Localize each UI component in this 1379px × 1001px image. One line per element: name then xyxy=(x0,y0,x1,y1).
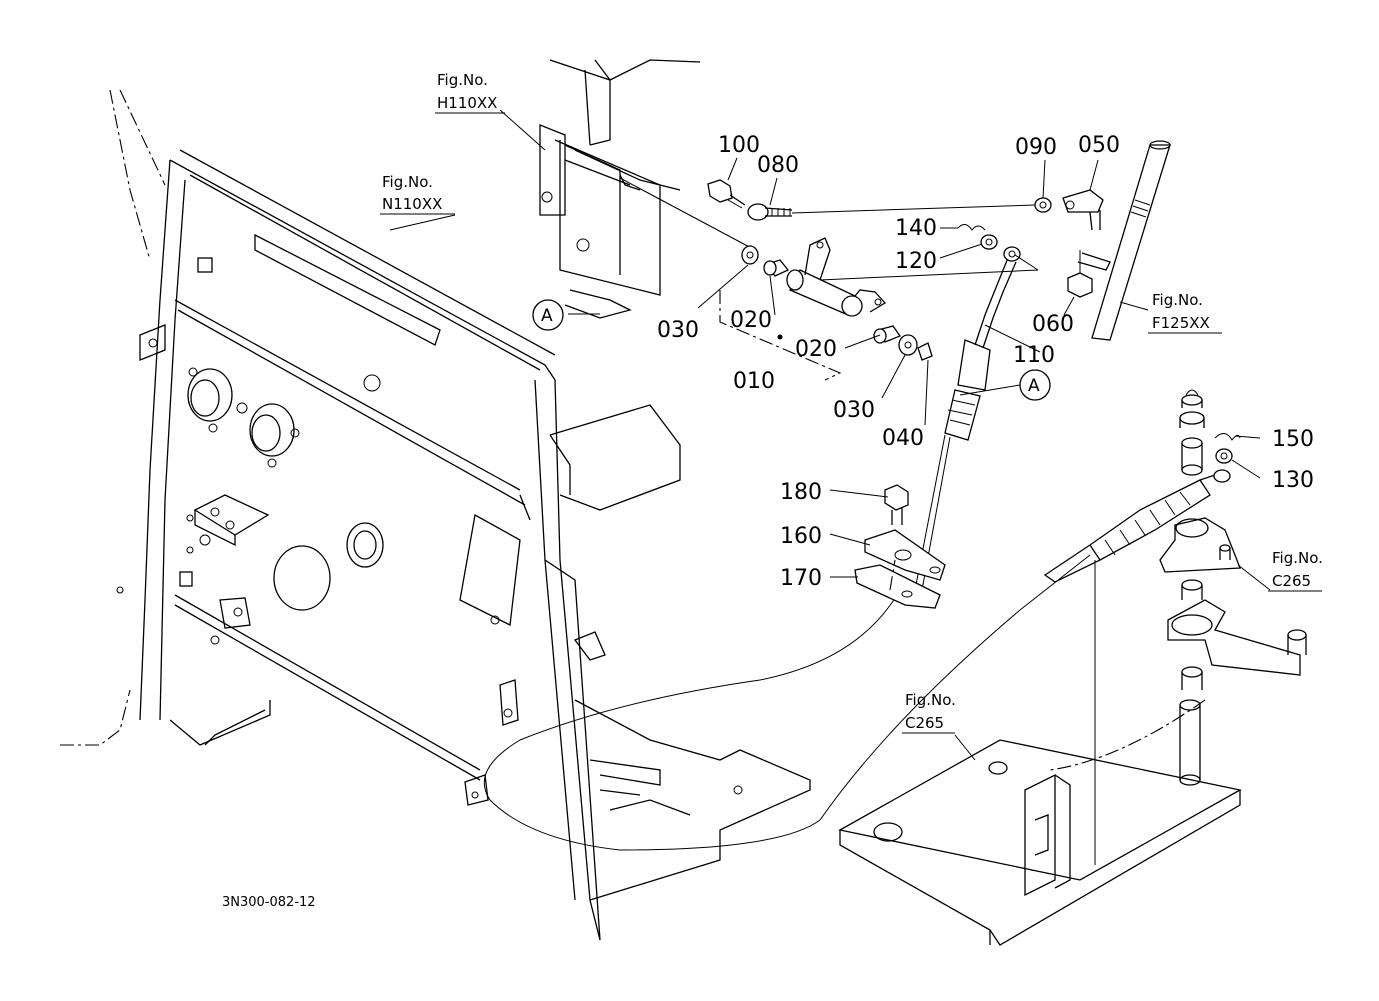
part-label-060: 060 xyxy=(1032,312,1074,337)
marker-a-right-text: A xyxy=(1028,376,1040,396)
part-label-110: 110 xyxy=(1013,343,1055,368)
part-label-020-a: 020 xyxy=(730,308,772,333)
connection-markers: A A xyxy=(532,299,1051,401)
dash-panel-frame xyxy=(60,89,606,941)
fig-ref-h110-line1: Fig.No. xyxy=(437,71,488,89)
part-label-030-b: 030 xyxy=(833,398,875,423)
fig-ref-n110-line2: N110XX xyxy=(382,195,442,213)
cable-sleeve-right xyxy=(1043,469,1231,865)
part-060-nut xyxy=(1067,250,1093,298)
hand-throttle-lever xyxy=(1077,140,1171,341)
part-number-labels: 100 080 090 050 140 120 030 020 060 020 … xyxy=(657,133,1314,591)
part-label-180: 180 xyxy=(780,480,822,505)
part-label-040: 040 xyxy=(882,426,924,451)
marker-a-left-text: A xyxy=(541,306,553,326)
pedal-arm-assembly xyxy=(1159,389,1307,690)
part-label-080: 080 xyxy=(757,153,799,178)
part-100-bolt xyxy=(707,179,746,209)
fig-ref-h110-line2: H110XX xyxy=(437,94,497,112)
part-010-shaft xyxy=(777,237,887,340)
part-020-030-040 xyxy=(719,245,933,381)
fig-ref-c265-right-line2: C265 xyxy=(1272,572,1311,590)
fig-ref-c265-base-line1: Fig.No. xyxy=(905,691,956,709)
fig-ref-c265-right: Fig.No. C265 xyxy=(1268,549,1323,592)
fig-ref-c265-base-line2: C265 xyxy=(905,714,944,732)
part-label-030-a: 030 xyxy=(657,318,699,343)
part-label-020-b: 020 xyxy=(795,337,837,362)
part-080-bolt xyxy=(747,203,1036,221)
part-090-050 xyxy=(1034,189,1104,231)
lever-bracket xyxy=(539,59,756,319)
floor-support-plate xyxy=(549,404,811,901)
fig-ref-f125-line1: Fig.No. xyxy=(1152,291,1203,309)
marker-a-right: A xyxy=(1019,369,1051,401)
fig-ref-n110: Fig.No. N110XX xyxy=(380,173,455,215)
fig-ref-c265-base: Fig.No. C265 xyxy=(902,691,956,734)
fig-ref-f125-line2: F125XX xyxy=(1152,314,1210,332)
part-label-050: 050 xyxy=(1078,133,1120,158)
part-label-010: 010 xyxy=(733,369,775,394)
part-140-120 xyxy=(957,224,998,250)
fig-ref-n110-line1: Fig.No. xyxy=(382,173,433,191)
pedal-base-plate xyxy=(838,699,1242,946)
part-label-130: 130 xyxy=(1272,468,1314,493)
part-label-150: 150 xyxy=(1272,427,1314,452)
marker-a-left: A xyxy=(532,299,564,331)
part-150-130 xyxy=(1214,433,1241,464)
part-180-160-170 xyxy=(854,484,946,609)
fig-ref-c265-right-line1: Fig.No. xyxy=(1272,549,1323,567)
part-label-170: 170 xyxy=(780,566,822,591)
leader-lines xyxy=(389,109,1271,771)
drawing-code: 3N300-082-12 xyxy=(222,895,316,910)
fig-ref-f125: Fig.No. F125XX xyxy=(1148,291,1222,334)
part-label-160: 160 xyxy=(780,524,822,549)
part-label-090: 090 xyxy=(1015,135,1057,160)
part-label-140: 140 xyxy=(895,216,937,241)
fig-ref-h110: Fig.No. H110XX xyxy=(435,71,505,114)
part-label-100: 100 xyxy=(718,133,760,158)
part-label-120: 120 xyxy=(895,249,937,274)
